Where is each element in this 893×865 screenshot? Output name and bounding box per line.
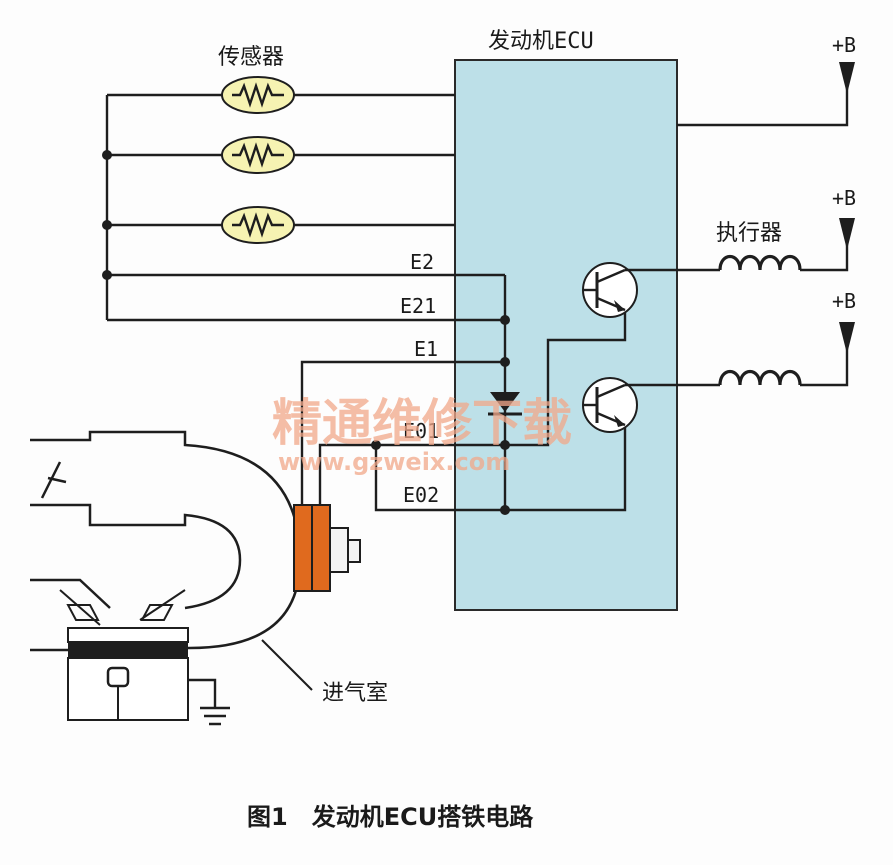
plus-b-label-3: +B [832, 289, 856, 313]
ground-connector [293, 504, 361, 592]
plus-b-label-2: +B [832, 186, 856, 210]
watermark-url: www.gzweix.com [278, 448, 510, 476]
ecu-box [454, 59, 678, 611]
terminal-e21-label: E21 [400, 294, 436, 318]
ecu-label: 发动机ECU [488, 29, 594, 54]
terminal-e2-label: E2 [410, 250, 434, 274]
actuator-label: 执行器 [716, 221, 782, 246]
sensor-wiring [102, 93, 505, 322]
actuator-coil-1 [625, 218, 855, 272]
plus-b-label-1: +B [832, 33, 856, 57]
terminal-e01-label: E01 [403, 419, 439, 443]
engine-ground-wiring [300, 305, 627, 512]
transistor-2 [582, 377, 638, 433]
ecu-power-wiring [677, 62, 855, 127]
watermark-title: 精通维修下载 [272, 394, 572, 452]
sensor-2 [221, 136, 295, 174]
sensor-label: 传感器 [218, 45, 284, 70]
figure-caption: 图1 发动机ECU搭铁电路 [247, 803, 534, 831]
terminal-e02-label: E02 [403, 483, 439, 507]
intake-label: 进气室 [322, 681, 388, 706]
terminal-e1-label: E1 [414, 337, 438, 361]
sensor-1 [221, 76, 295, 114]
engine-intake-drawing [30, 430, 313, 726]
actuator-coil-2 [625, 322, 855, 387]
ecu-ground-bus [488, 275, 522, 515]
transistor-1 [582, 262, 638, 318]
sensor-3 [221, 206, 295, 244]
